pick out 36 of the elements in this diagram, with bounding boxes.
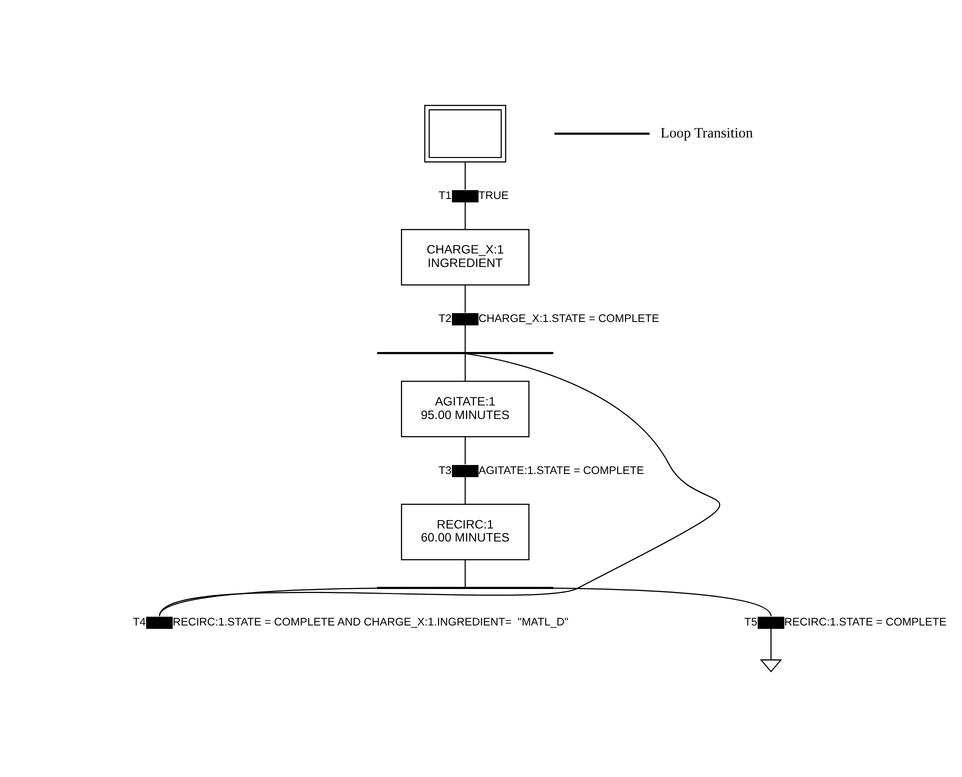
node-box: CHARGE_X:1 INGREDIENT <box>400 228 530 286</box>
node-bar <box>452 190 478 202</box>
connector <box>158 353 718 616</box>
node-bar <box>377 352 554 354</box>
node-bar <box>452 464 478 478</box>
connector <box>464 476 466 504</box>
connector <box>770 628 772 660</box>
connector <box>554 132 650 135</box>
connector <box>552 588 772 616</box>
node-bar <box>758 616 784 629</box>
node-label: RECIRC:1.STATE = COMPLETE <box>784 616 946 629</box>
node-box: RECIRC:1 60.00 MINUTES <box>400 504 530 560</box>
node-label: AGITATE:1.STATE = COMPLETE <box>478 464 644 477</box>
node-ground <box>760 659 782 672</box>
connector <box>464 202 466 230</box>
connector <box>158 588 378 616</box>
connector <box>464 324 466 352</box>
node-label: T4 <box>132 616 146 629</box>
node-bar <box>452 313 478 326</box>
node-box <box>424 104 506 162</box>
connector <box>464 285 466 313</box>
connector <box>464 354 466 382</box>
node-text: Loop Transition <box>660 125 753 142</box>
connector <box>464 436 466 464</box>
node-label: T1 <box>438 190 452 202</box>
node-label: T3 <box>438 464 452 477</box>
connector <box>464 162 466 190</box>
node-box: AGITATE:1 95.00 MINUTES <box>400 380 530 438</box>
node-label: T2 <box>438 313 452 326</box>
node-label: TRUE <box>478 190 509 202</box>
node-label: CHARGE_X:1.STATE = COMPLETE <box>478 313 660 326</box>
node-label: RECIRC:1.STATE = COMPLETE AND CHARGE_X:1.INGREDIENT= "MATL_D" <box>172 616 568 629</box>
node-bar <box>377 586 554 590</box>
node-label: T5 <box>744 616 758 629</box>
node-bar <box>146 616 173 629</box>
connector <box>464 560 466 588</box>
